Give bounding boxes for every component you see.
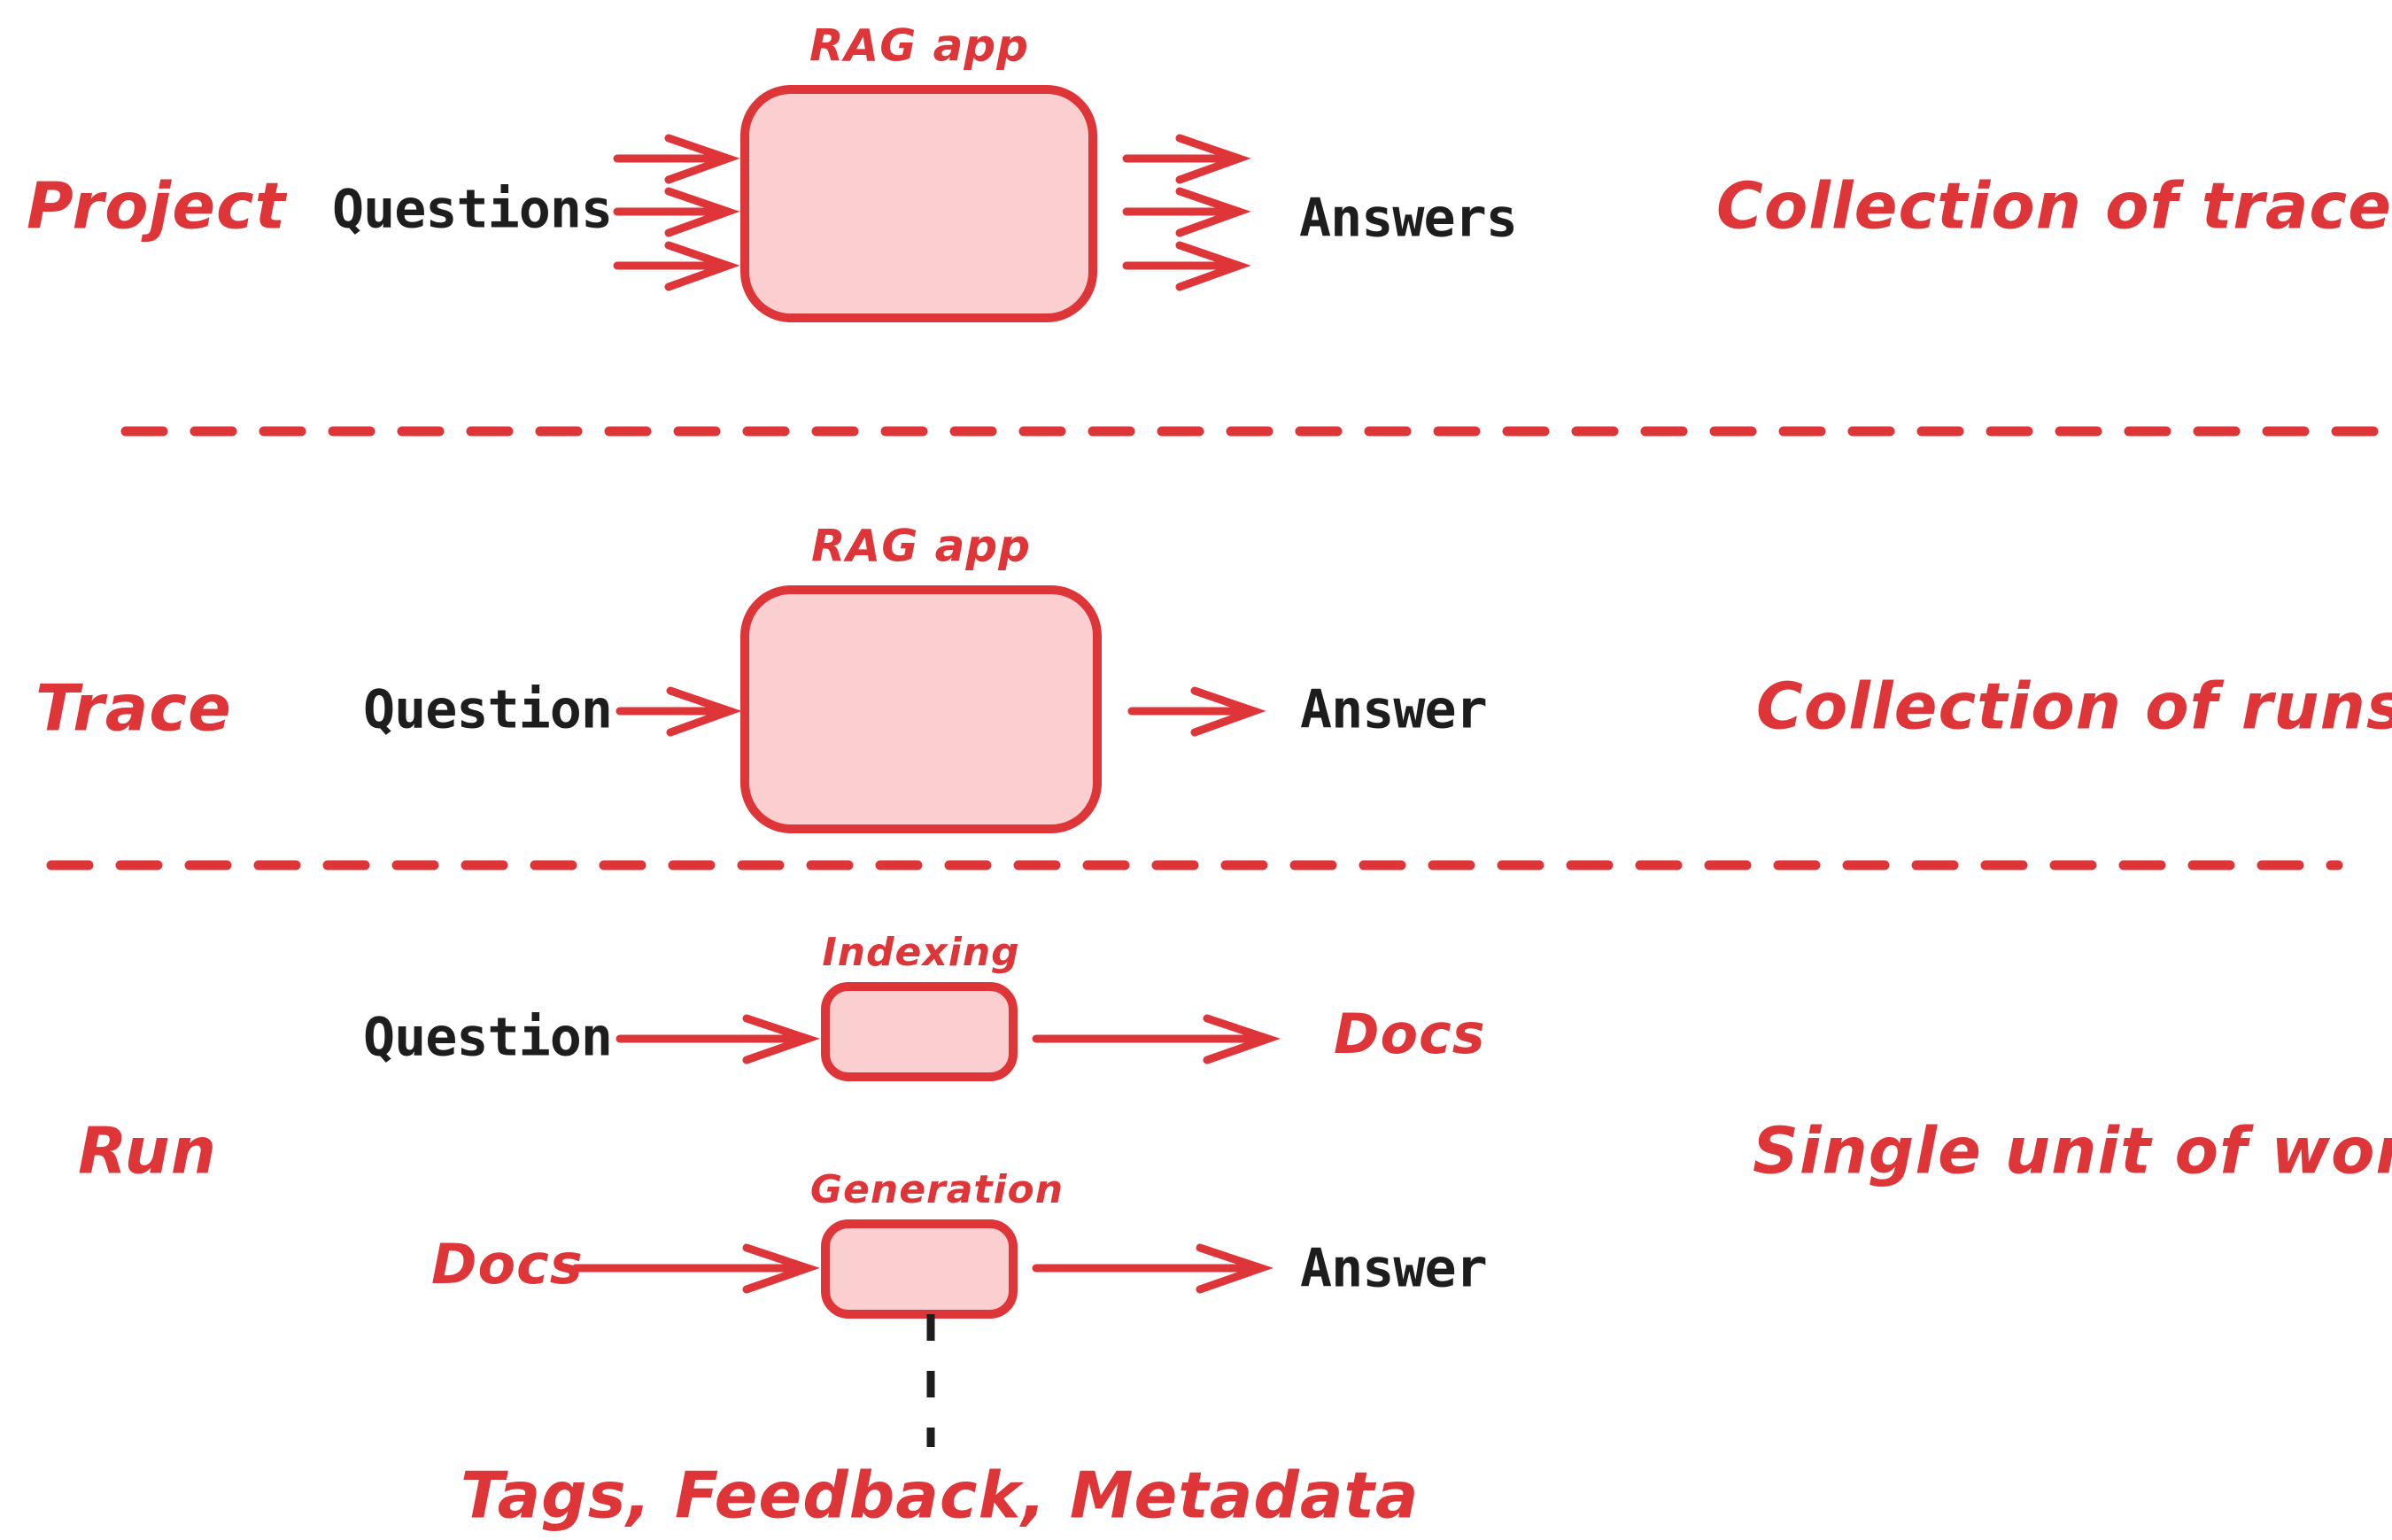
run-step-generation: Docs Generation Answer — [431, 1167, 1488, 1319]
input-arrow-generation — [571, 1243, 820, 1294]
box-rag-app-project — [740, 85, 1097, 322]
input-label-question-indexing: Question — [363, 1007, 612, 1069]
box-generation — [821, 1219, 1018, 1319]
output-arrow-generation — [1032, 1243, 1273, 1294]
row-label-project: Project — [27, 169, 288, 244]
description-trace: Collection of runs — [1756, 669, 2392, 744]
description-run: Single unit of work — [1753, 1114, 2392, 1188]
run-step-indexing: Question Indexing Docs — [363, 930, 1486, 1081]
output-arrows-project — [1122, 134, 1251, 291]
input-label-questions: Questions — [332, 179, 612, 241]
input-arrows-project — [613, 134, 740, 291]
section-trace: Trace Question RAG app Answer Collection… — [35, 521, 2392, 833]
output-arrow-trace — [1127, 686, 1266, 737]
output-label-answer-generation: Answer — [1300, 1238, 1487, 1300]
output-label-answer-trace: Answer — [1300, 679, 1487, 741]
box-label-rag-app-trace: RAG app — [811, 521, 1031, 572]
box-label-generation: Generation — [810, 1167, 1064, 1212]
input-arrow-trace — [615, 686, 742, 737]
box-indexing — [821, 982, 1018, 1081]
section-run: Run Question Indexing Docs Docs — [78, 930, 2392, 1533]
row-label-run: Run — [78, 1114, 217, 1188]
output-arrow-indexing — [1032, 1014, 1281, 1064]
box-label-rag-app-project: RAG app — [809, 20, 1029, 72]
output-label-docs-indexing: Docs — [1334, 1002, 1486, 1066]
output-label-answers: Answers — [1299, 188, 1517, 250]
row-label-trace: Trace — [35, 671, 232, 746]
input-arrow-indexing — [615, 1014, 820, 1064]
box-rag-app-trace — [740, 585, 1102, 833]
box-label-indexing: Indexing — [822, 930, 1019, 975]
input-label-question-trace: Question — [363, 679, 612, 741]
attachment-label-tags-feedback-metadata: Tags, Feedback, Metadata — [461, 1459, 1419, 1533]
input-label-docs-generation: Docs — [431, 1232, 584, 1296]
description-project: Collection of traces — [1716, 169, 2392, 244]
section-project: Project Questions RAG app Answers Collec… — [27, 20, 2392, 322]
